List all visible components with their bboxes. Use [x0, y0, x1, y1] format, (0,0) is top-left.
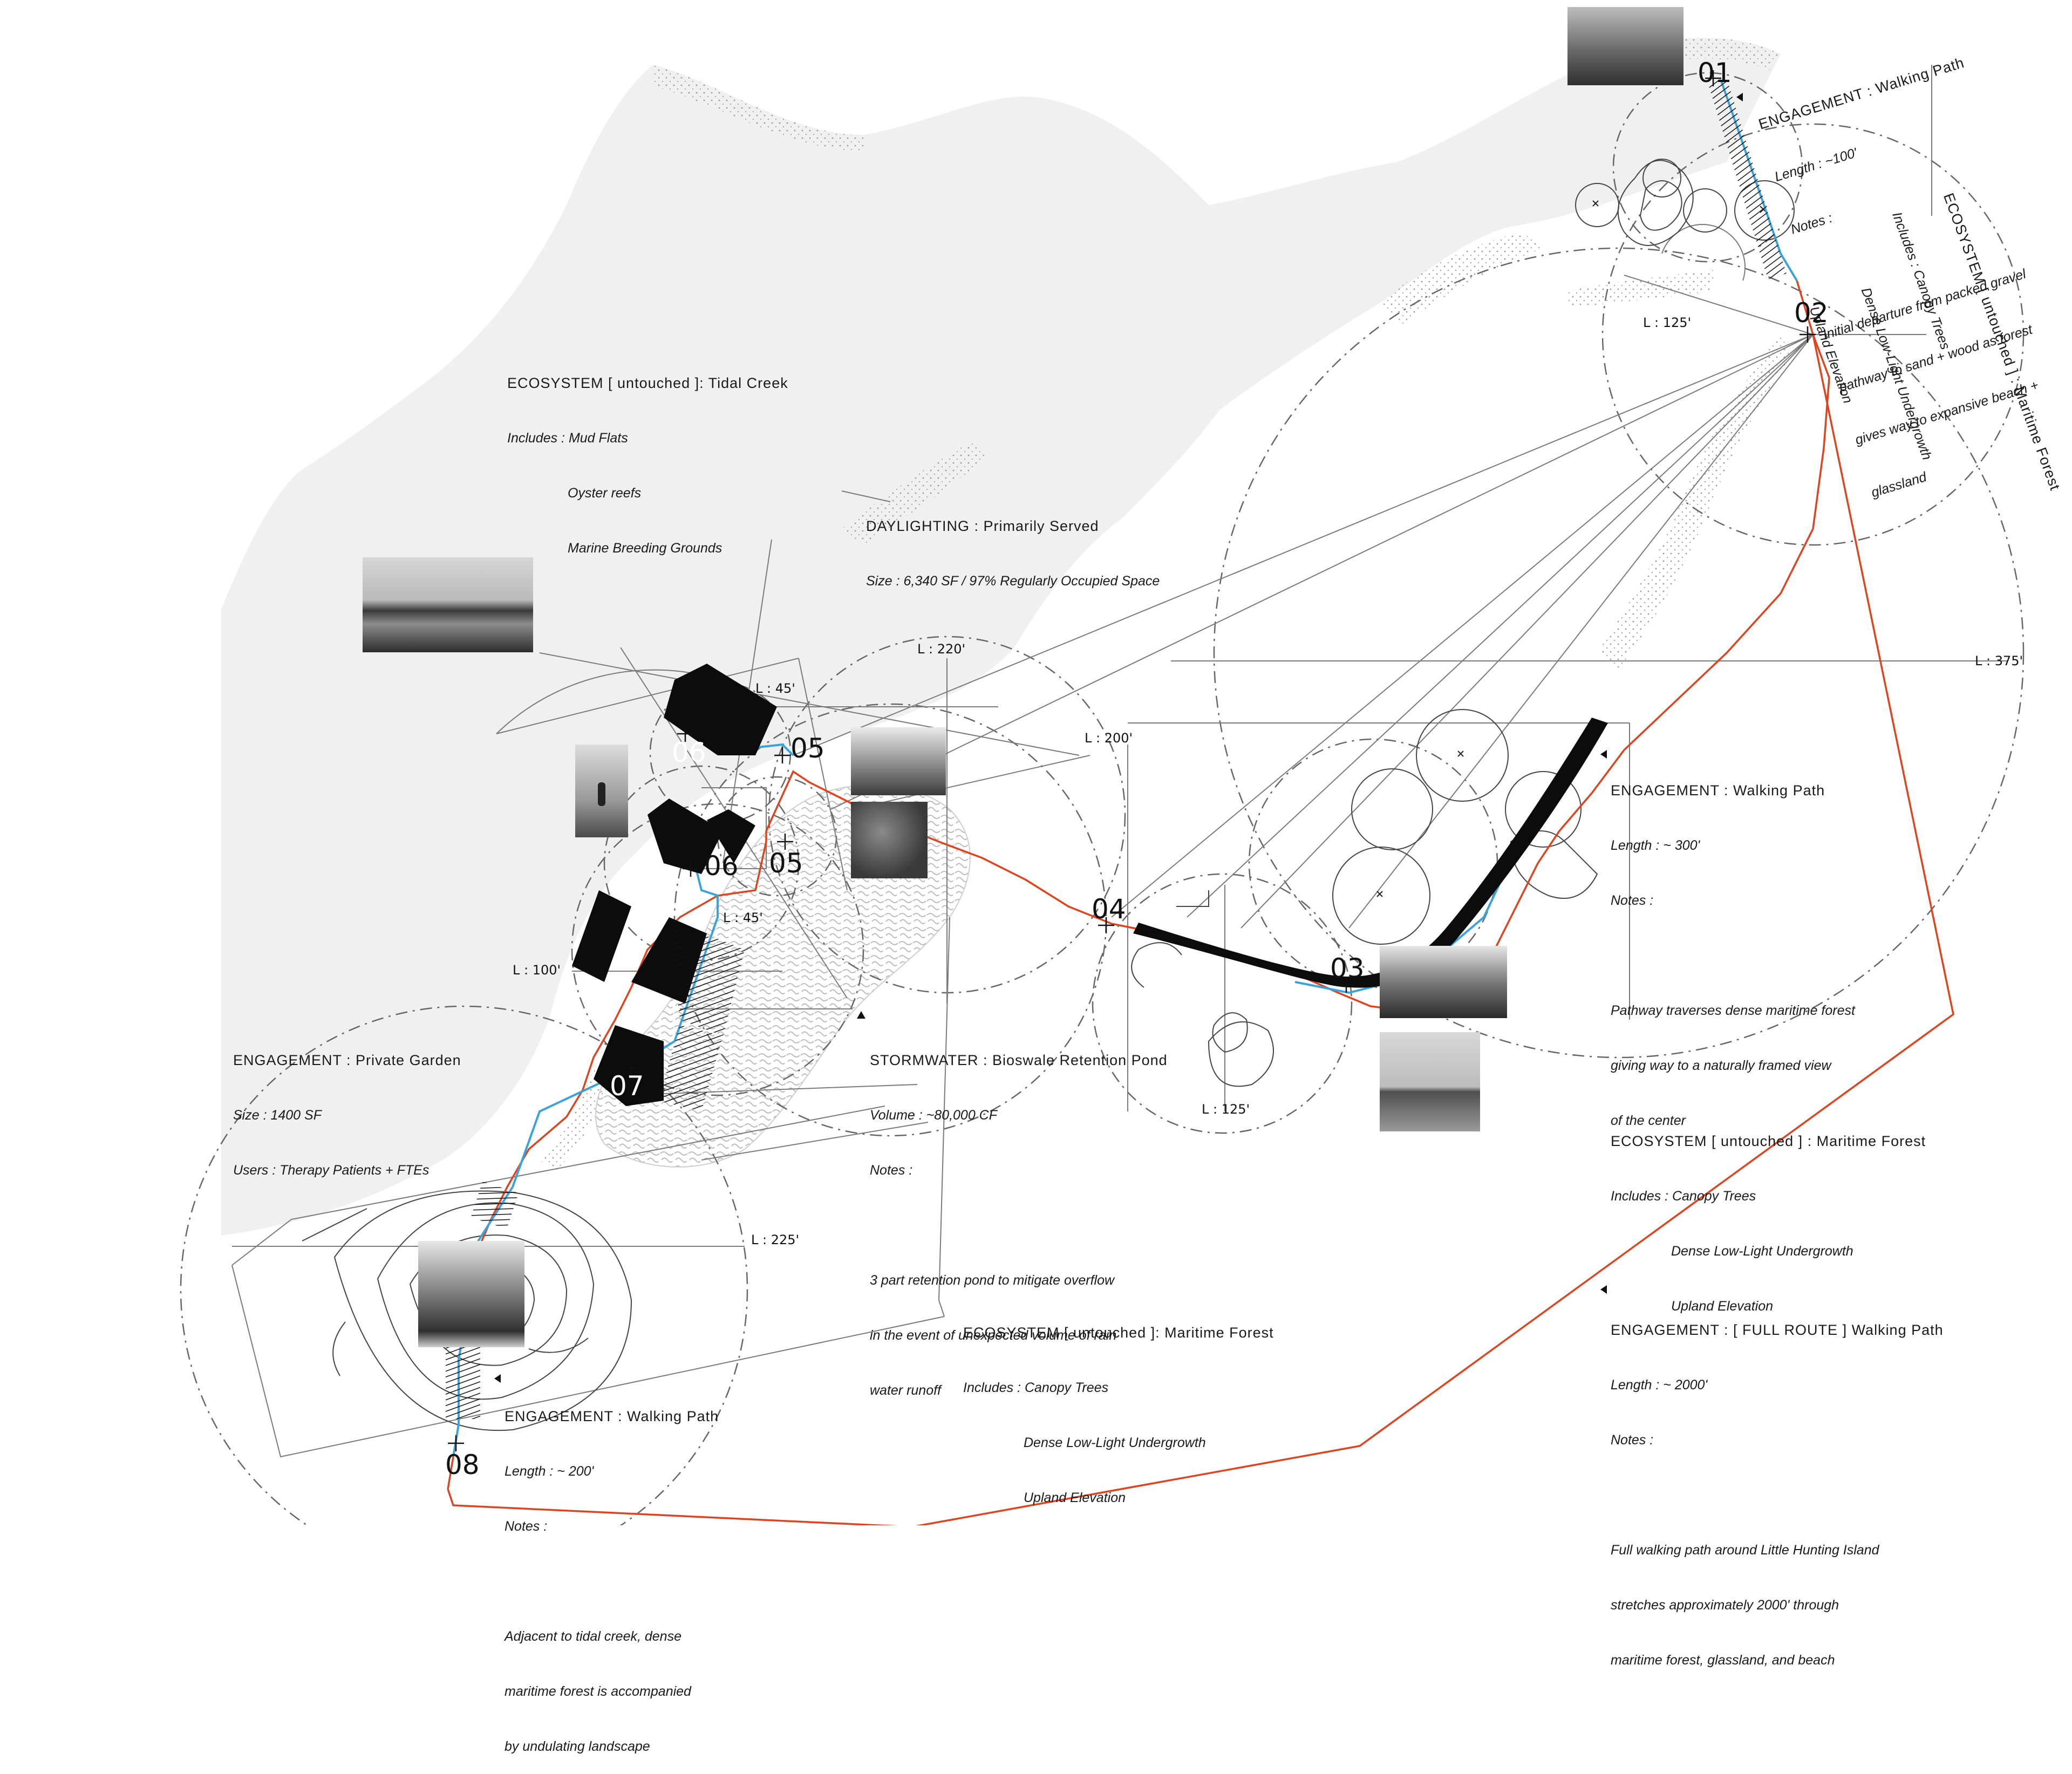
boardwalk-07	[471, 1181, 519, 1229]
annotation-line: by undulating landscape	[505, 1739, 650, 1754]
annotation-line: Notes :	[505, 1519, 548, 1534]
tidal-creek-area	[221, 38, 1781, 1236]
annotation-heading: ENGAGEMENT : [ FULL ROUTE ] Walking Path	[1611, 1322, 1944, 1338]
annotation-line: giving way to a naturally framed view	[1611, 1058, 1831, 1073]
annotation-stormwater: STORMWATER : Bioswale Retention Pond Vol…	[870, 1014, 1168, 1418]
tree-canopy-contours	[302, 159, 1795, 1431]
dimension-label: L : 220'	[917, 642, 966, 657]
point-label-07: 07	[610, 1070, 644, 1102]
photo-undergrowth	[851, 802, 928, 878]
annotation-heading: ENGAGEMENT : Walking Path	[505, 1408, 719, 1424]
dimension-label: L : 125'	[1202, 1102, 1250, 1117]
point-label-03: 03	[1330, 953, 1365, 984]
site-plan-diagram: 01 02 03 04 05 05 06 06 07 08 L : 125' L…	[180, 7, 2063, 1754]
point-label-01: 01	[1698, 57, 1732, 88]
annotation-walk-03: ENGAGEMENT : Walking Path Length : ~ 300…	[1611, 745, 1855, 1148]
annotation-line: stretches approximately 2000' through	[1611, 1598, 1839, 1613]
annotation-line: Users : Therapy Patients + FTEs	[233, 1163, 430, 1178]
point-label-06-upper: 06	[672, 737, 706, 768]
annotation-line: Upland Elevation	[1671, 1299, 1774, 1314]
annotation-heading: ECOSYSTEM [ untouched ]: Tidal Creek	[507, 375, 788, 391]
point-label-05-upper: 05	[790, 733, 825, 764]
photo-forest-edge	[1380, 946, 1507, 1018]
dimension-label: L : 200'	[1085, 731, 1133, 746]
annotation-line: Full walking path around Little Hunting …	[1611, 1543, 1879, 1558]
annotation-line: Size : 1400 SF	[233, 1108, 322, 1123]
annotation-maritime-right: ECOSYSTEM [ untouched ] : Maritime Fores…	[1611, 1095, 1926, 1334]
annotation-line: Dense Low-Light Undergrowth	[1858, 285, 1935, 462]
site-plan-drawing	[180, 38, 2025, 1525]
annotation-line: maritime forest is accompanied	[505, 1684, 691, 1699]
photo-beach	[1567, 7, 1684, 85]
annotation-line: of the center	[1611, 1113, 1686, 1128]
point-label-06-lower: 06	[704, 850, 739, 882]
photo-pond	[1380, 1032, 1480, 1131]
dimension-label: L : 375'	[1975, 653, 2023, 668]
point-label-05-lower: 05	[769, 848, 803, 879]
full-route-outer	[447, 334, 1954, 1525]
annotation-line	[1611, 1486, 1944, 1504]
annotation-line: Oyster reefs	[568, 486, 642, 501]
annotation-heading: ECOSYSTEM [ untouched ] : Maritime Fores…	[1611, 1133, 1926, 1149]
annotation-line: Notes :	[870, 1163, 913, 1178]
photo-person	[575, 745, 628, 837]
annotation-line	[505, 1572, 719, 1591]
annotation-maritime-lower: ECOSYSTEM [ untouched ]: Maritime Forest…	[963, 1287, 1274, 1525]
annotation-daylighting: DAYLIGHTING : Primarily Served Size : 6,…	[866, 480, 1160, 609]
boardwalk-01	[1708, 77, 1787, 279]
dimension-label: L : 125'	[1643, 315, 1692, 330]
annotation-line: Length : ~ 200'	[505, 1464, 594, 1479]
point-label-04: 04	[1092, 893, 1126, 925]
annotation-line: Adjacent to tidal creek, dense	[505, 1629, 681, 1644]
annotation-line: Notes :	[1611, 893, 1654, 908]
triangle-marker-icon	[494, 93, 1743, 1383]
boardwalk-08	[446, 1338, 480, 1419]
point-label-02: 02	[1794, 297, 1829, 329]
annotation-line: in the event of unexpected volume of rai…	[870, 1328, 1117, 1343]
annotation-heading: ECOSYSTEM [ untouched ]: Maritime Forest	[963, 1325, 1274, 1341]
dimension-label: L : 45'	[723, 910, 763, 925]
dimension-label: L : 100'	[513, 963, 561, 978]
annotation-line: Volume : ~80,000 CF	[870, 1108, 998, 1123]
boardwalk-03	[1133, 718, 1608, 988]
annotation-line: Includes : Canopy Trees	[1611, 1189, 1756, 1204]
annotation-line: Dense Low-Light Undergrowth	[1024, 1435, 1206, 1450]
annotation-tidal-creek: ECOSYSTEM [ untouched ]: Tidal Creek Inc…	[507, 337, 788, 576]
annotation-full-route: ENGAGEMENT : [ FULL ROUTE ] Walking Path…	[1611, 1284, 1944, 1688]
photo-trail	[418, 1241, 524, 1347]
annotation-heading: STORMWATER : Bioswale Retention Pond	[870, 1052, 1168, 1068]
annotation-line: Marine Breeding Grounds	[568, 541, 723, 556]
annotation-line: maritime forest, glassland, and beach	[1611, 1653, 1835, 1668]
annotation-line: Includes : Mud Flats	[507, 431, 628, 446]
annotation-line: Includes : Canopy Trees	[1889, 210, 1953, 352]
crosshair-icon	[448, 70, 1816, 1451]
dimension-label: L : 45'	[755, 681, 795, 696]
annotation-walk-08: ENGAGEMENT : Walking Path Length : ~ 200…	[505, 1370, 719, 1774]
annotation-line	[1611, 946, 1855, 965]
annotation-line	[870, 1216, 1168, 1234]
annotation-line: Upland Elevation	[1024, 1490, 1126, 1505]
annotation-heading: ENGAGEMENT : Private Garden	[233, 1052, 461, 1068]
annotation-line: Includes : Canopy Trees	[963, 1380, 1109, 1395]
dimension-label: L : 225'	[751, 1232, 800, 1247]
annotation-line: Notes :	[1611, 1432, 1654, 1448]
annotation-line: water runoff	[870, 1383, 942, 1398]
annotation-line: 3 part retention pond to mitigate overfl…	[870, 1273, 1115, 1288]
photo-marsh	[363, 557, 533, 652]
annotation-line: Length : ~ 2000'	[1611, 1377, 1708, 1393]
annotation-line: Length : ~ 300'	[1611, 838, 1700, 853]
annotation-private-garden: ENGAGEMENT : Private Garden Size : 1400 …	[233, 1014, 461, 1198]
annotation-heading: ENGAGEMENT : Walking Path	[1611, 782, 1825, 799]
annotation-line: Pathway traverses dense maritime forest	[1611, 1003, 1855, 1018]
annotation-line: Dense Low-Light Undergrowth	[1671, 1244, 1853, 1259]
point-label-08: 08	[445, 1449, 480, 1480]
annotation-line: Size : 6,340 SF / 97% Regularly Occupied…	[866, 574, 1160, 589]
annotation-heading: DAYLIGHTING : Primarily Served	[866, 518, 1099, 534]
photo-palm	[851, 727, 946, 795]
hatched-footprints	[658, 928, 745, 1111]
